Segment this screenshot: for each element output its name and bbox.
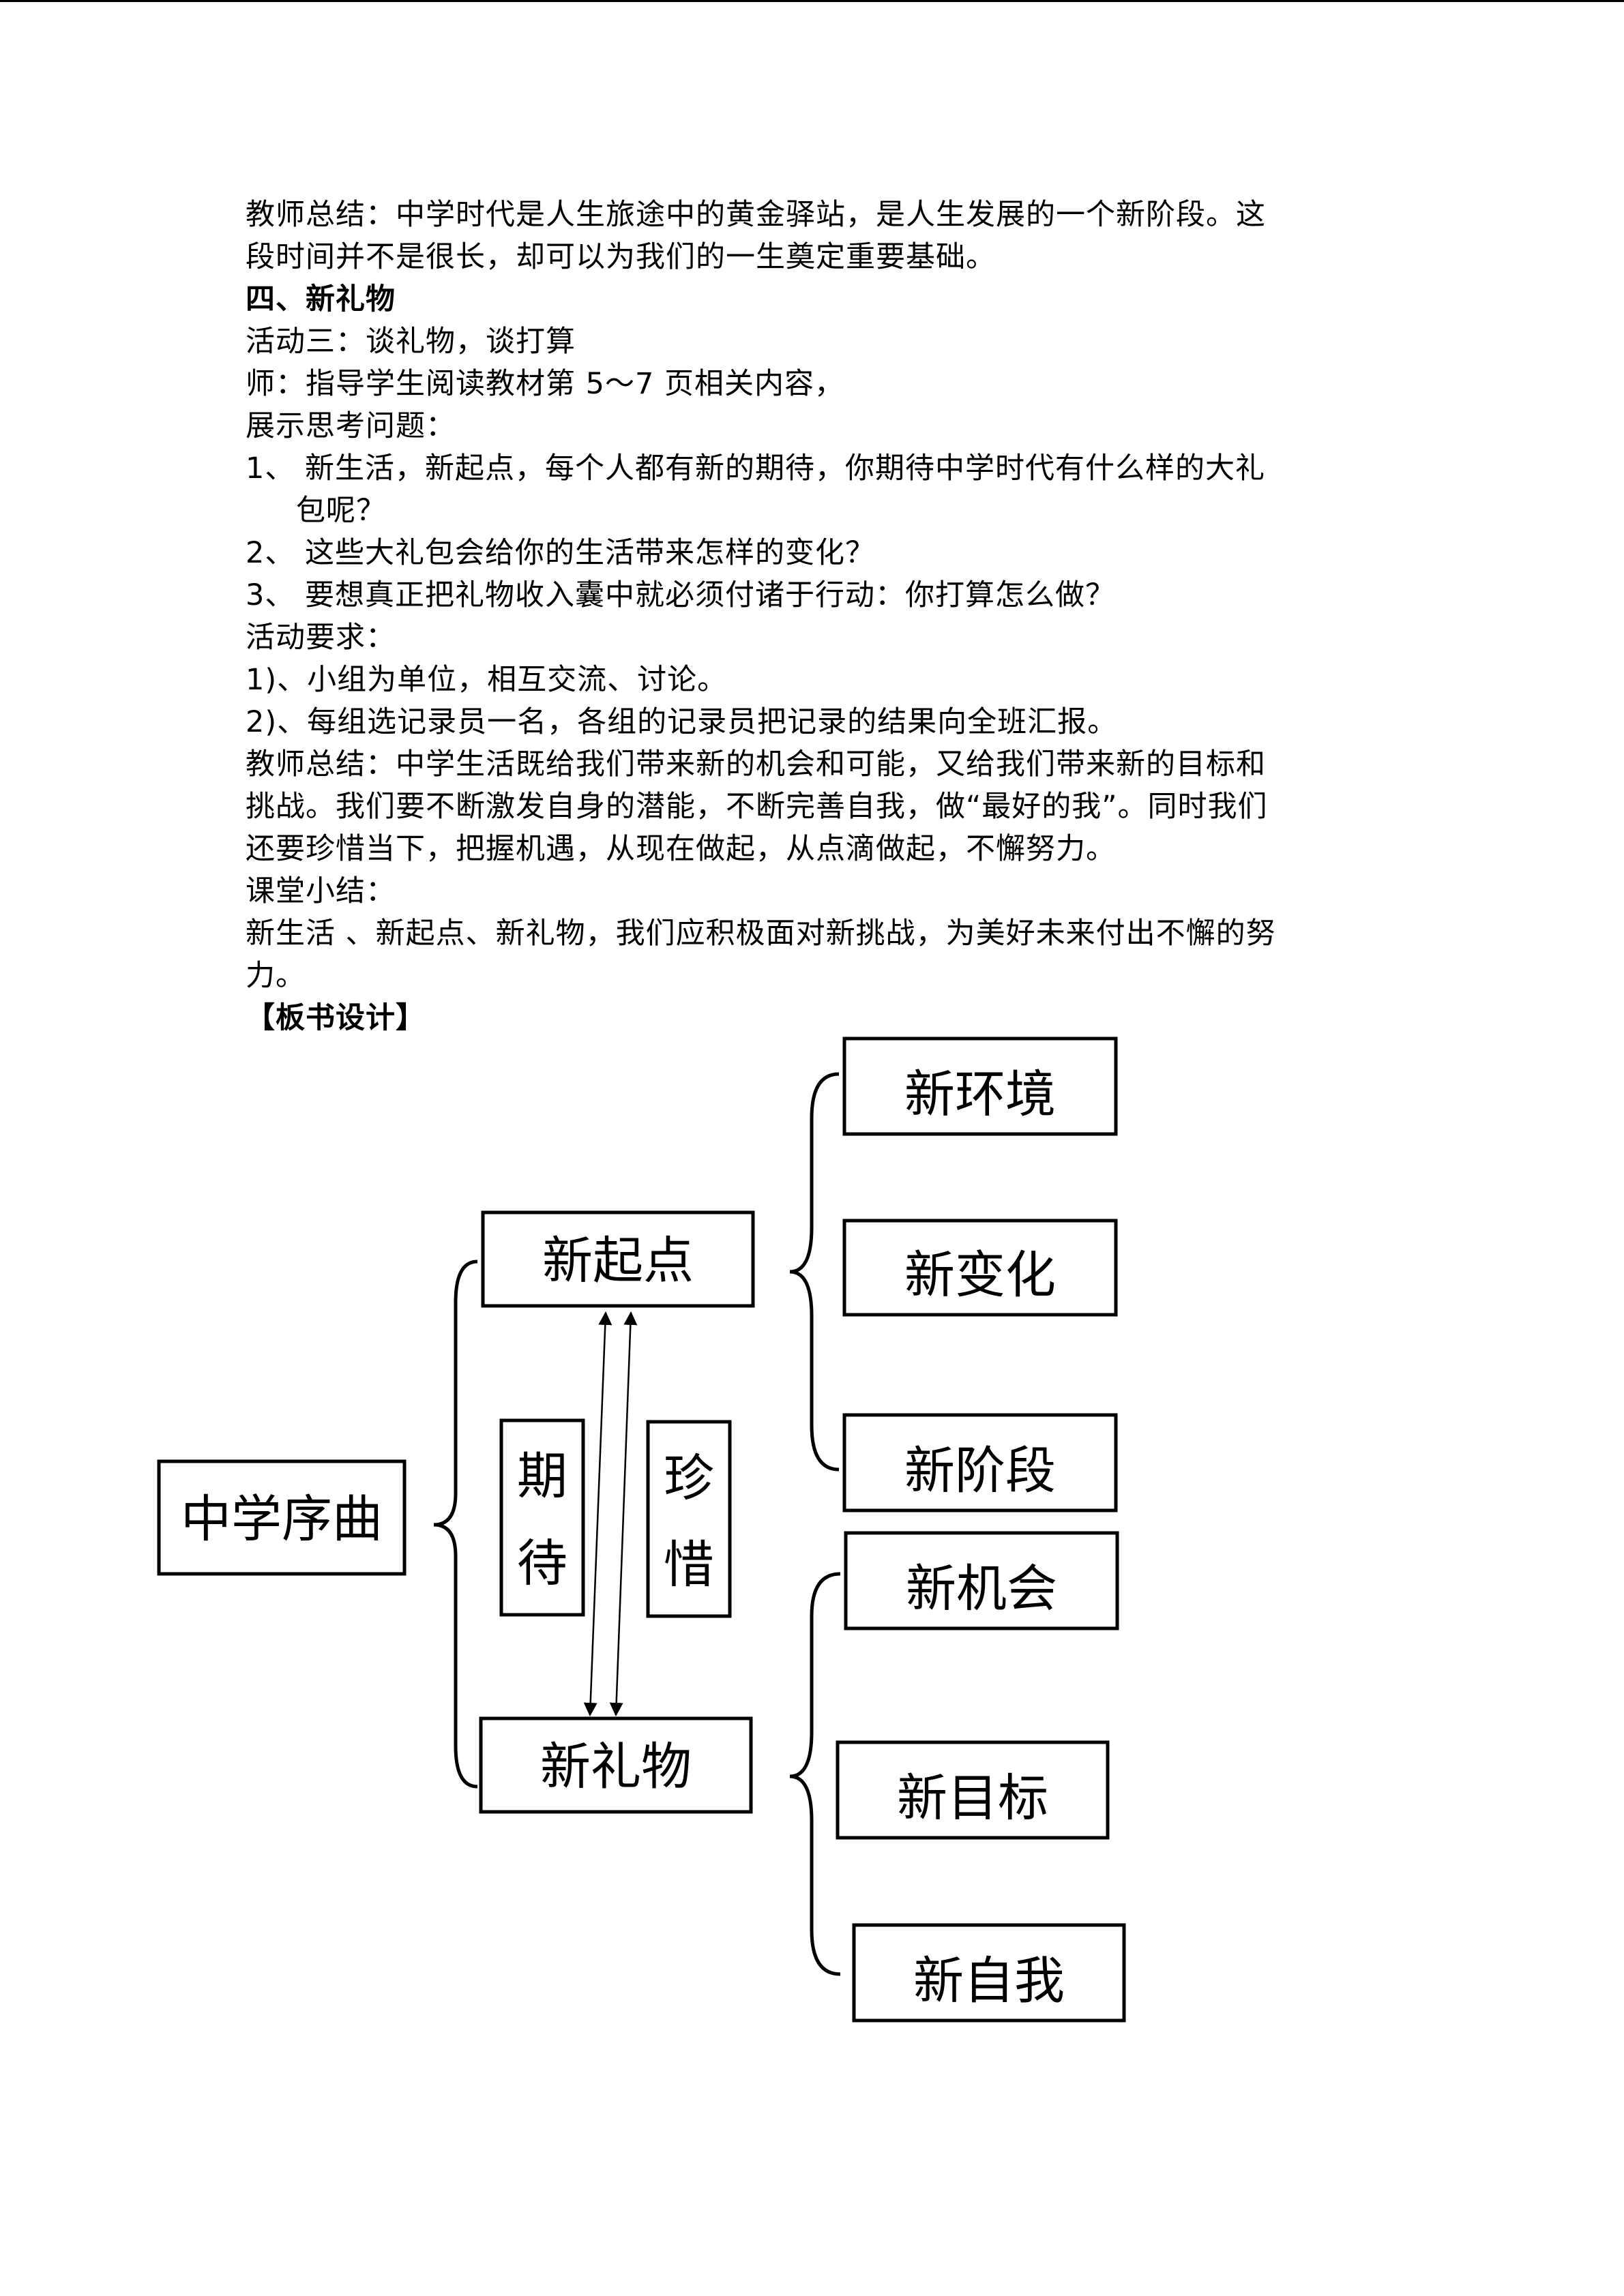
gift-item-label: 新机会: [906, 1560, 1057, 1618]
expect-box: 期 待: [499, 1418, 585, 1617]
gift-item-box: 新目标: [836, 1740, 1110, 1840]
start-item-label: 新变化: [904, 1246, 1056, 1304]
requirement-item: 1)、小组为单位，相互交流、讨论。: [246, 663, 728, 697]
paragraph-line: 课堂小结：: [246, 874, 396, 908]
arrow-cherish: [609, 1311, 638, 1716]
start-item-label: 新环境: [904, 1065, 1056, 1124]
start-item-label: 新阶段: [904, 1442, 1056, 1500]
gift-brace: [789, 1572, 841, 1976]
left-brace: [433, 1259, 478, 1789]
paragraph-line: 还要珍惜当下，把握机遇，从现在做起，从点滴做起，不懈努力。: [246, 832, 1116, 866]
paragraph-line: 活动三：谈礼物，谈打算: [246, 325, 576, 359]
gift-item-box: 新自我: [852, 1923, 1126, 2023]
lesson-text: 教师总结：中学时代是人生旅途中的黄金驿站，是人生发展的一个新阶段。这 段时间并不…: [246, 194, 1391, 1039]
paragraph-line: 活动要求：: [246, 621, 396, 655]
board-design-heading: 【板书设计】: [246, 1001, 426, 1035]
paragraph-line: 新生活 、新起点、新礼物，我们应积极面对新挑战，为美好未来付出不懈的努: [246, 916, 1276, 951]
expect-char-2: 待: [517, 1534, 567, 1593]
start-label: 新起点: [542, 1232, 694, 1290]
gift-label: 新礼物: [540, 1738, 692, 1796]
gift-item-label: 新目标: [897, 1769, 1048, 1828]
paragraph-line: 挑战。我们要不断激发自身的潜能，不断完善自我，做“最好的我”。同时我们: [246, 790, 1268, 824]
question-item-continued: 包呢？: [296, 494, 386, 528]
paragraph-line: 教师总结：中学时代是人生旅途中的黄金驿站，是人生发展的一个新阶段。这: [246, 198, 1266, 232]
cherish-box: 珍 惜: [646, 1420, 732, 1618]
gift-item-label: 新自我: [913, 1952, 1065, 2010]
root-label: 中学序曲: [181, 1490, 383, 1549]
paragraph-line: 力。: [246, 959, 306, 993]
requirement-item: 2)、每组选记录员一名，各组的记录员把记录的结果向全班汇报。: [246, 705, 1118, 739]
gift-item-box: 新机会: [844, 1531, 1119, 1630]
gift-box: 新礼物: [479, 1716, 753, 1814]
paragraph-line: 段时间并不是很长，却可以为我们的一生奠定重要基础。: [246, 240, 996, 274]
section-heading: 四、新礼物: [246, 282, 396, 316]
cherish-char-1: 珍: [664, 1449, 714, 1508]
question-item: 1、 新生活，新起点，每个人都有新的期待，你期待中学时代有什么样的大礼: [246, 451, 1266, 486]
cherish-char-2: 惜: [664, 1536, 714, 1594]
paragraph-line: 师：指导学生阅读教材第 5～7 页相关内容，: [246, 367, 845, 401]
question-item: 2、 这些大礼包会给你的生活带来怎样的变化？: [246, 536, 876, 570]
start-item-box: 新环境: [842, 1037, 1118, 1136]
paragraph-line: 展示思考问题：: [246, 409, 456, 443]
root-box: 中学序曲: [157, 1459, 407, 1576]
paragraph-line: 教师总结：中学生活既给我们带来新的机会和可能，又给我们带来新的目标和: [246, 747, 1266, 781]
start-item-box: 新阶段: [842, 1413, 1118, 1512]
expect-char-1: 期: [517, 1447, 567, 1506]
start-item-box: 新变化: [842, 1219, 1118, 1317]
start-box: 新起点: [481, 1210, 755, 1308]
question-item: 3、 要想真正把礼物收入囊中就必须付诸于行动：你打算怎么做？: [246, 578, 1116, 612]
arrow-expect: [583, 1311, 612, 1716]
top-rule: [0, 0, 1624, 2]
start-brace: [789, 1072, 840, 1472]
